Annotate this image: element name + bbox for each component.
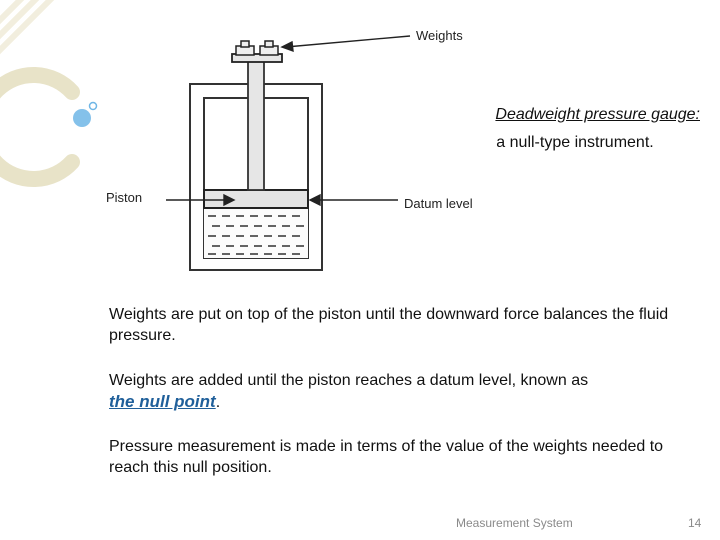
leader-arrows <box>166 35 411 207</box>
weight-knob-right <box>264 40 274 48</box>
decorative-bubble-large <box>73 109 91 127</box>
piston-rod <box>247 59 265 191</box>
paragraph-null-point: Weights are added until the piston reach… <box>109 370 669 413</box>
footer-label: Measurement System <box>456 516 573 530</box>
paragraph-null-point-text: Weights are added until the piston reach… <box>109 372 589 389</box>
label-weights: Weights <box>416 28 463 43</box>
slide-subtitle: a null-type instrument. <box>496 134 654 151</box>
fluid-dashes <box>208 215 304 255</box>
label-piston: Piston <box>106 190 142 205</box>
paragraph-measurement: Pressure measurement is made in terms of… <box>109 438 664 476</box>
paragraph-weights-balance: Weights are put on top of the piston unt… <box>109 306 669 344</box>
decorative-bubble-small <box>88 101 98 111</box>
paragraph-null-point-end: . <box>215 394 221 411</box>
label-datum-level: Datum level <box>404 196 473 211</box>
deadweight-gauge-diagram: Weights Piston Datum level <box>106 28 473 271</box>
null-point-link[interactable]: the null point <box>109 392 216 411</box>
page-number: 14 <box>688 516 702 530</box>
weight-platform <box>231 53 283 63</box>
slide-heading: Deadweight pressure gauge: a null-type i… <box>440 106 710 152</box>
slide-title: Deadweight pressure gauge: <box>495 106 700 123</box>
theme-decoration <box>0 0 98 187</box>
decorative-arc <box>0 67 80 187</box>
decorative-stripes <box>0 0 55 55</box>
piston-head <box>203 189 309 209</box>
weight-knob-left <box>240 40 250 48</box>
